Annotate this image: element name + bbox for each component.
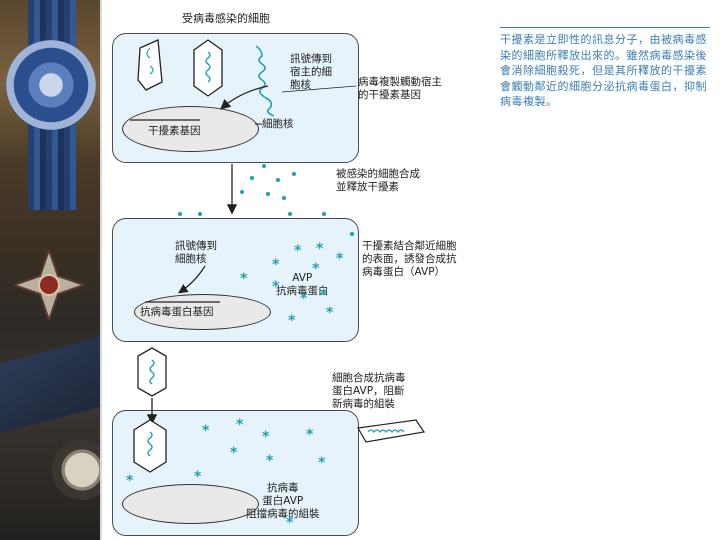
avp-star: * xyxy=(194,469,202,485)
released-rna-icon xyxy=(357,419,426,443)
avp-star: * xyxy=(286,515,294,531)
cell1-gene-label: 干擾素基因 xyxy=(148,125,201,137)
avp-star: * xyxy=(318,455,326,471)
cell1-nucleus-label: 細胞核 xyxy=(262,118,294,130)
medals-photo xyxy=(0,0,100,540)
diagram-title: 受病毒感染的細胞 xyxy=(182,12,270,25)
interferon-dot xyxy=(198,212,202,216)
cross-medal-icon xyxy=(14,250,84,320)
compass-medal xyxy=(52,440,100,500)
interferon-dot xyxy=(266,192,270,196)
step1-label: 被感染的細胞合成 並釋放干擾素 xyxy=(336,168,420,193)
interferon-dot xyxy=(262,164,266,168)
avp-star: * xyxy=(312,261,320,277)
explanation-paragraph: 干擾素是立即性的訊息分子，由被病毒感染的細胞所釋放出來的。雖然病毒感染後會消除細… xyxy=(500,33,707,108)
avp-star: * xyxy=(262,429,270,445)
interferon-dot xyxy=(282,196,286,200)
viral-rna-icon xyxy=(255,45,275,117)
cell1-nucleus xyxy=(122,106,259,152)
avp-star: * xyxy=(306,427,314,443)
interferon-dot xyxy=(250,176,254,180)
avp-star: * xyxy=(300,291,308,307)
cell2-gene-label: 抗病毒蛋白基因 xyxy=(140,306,214,318)
virus-capsid-icon xyxy=(137,39,163,91)
signal-arrow xyxy=(220,85,269,110)
cell2-nucleus xyxy=(134,294,271,330)
avp-star: * xyxy=(320,287,328,303)
avp-star: * xyxy=(126,473,134,489)
avp-star: * xyxy=(316,241,324,257)
paragraph-rule xyxy=(500,27,710,28)
avp-star: * xyxy=(326,305,334,321)
blocked-virus-icon xyxy=(133,419,167,473)
interferon-dot xyxy=(288,212,292,216)
interferon-binding-label: 干擾素結合鄰近細胞 的表面，誘發合成抗 病毒蛋白（AVP） xyxy=(362,240,457,278)
interferon-dot xyxy=(350,232,354,236)
virus-particle-icon xyxy=(193,39,223,97)
interferon-dot xyxy=(292,172,296,176)
avp-star: * xyxy=(240,271,248,287)
cell2-signal-arrow xyxy=(178,265,206,294)
avp-star: * xyxy=(266,453,274,469)
cell3-avp-label: 抗病毒 蛋白AVP 阻擋病毒的組裝 xyxy=(246,482,320,520)
incoming-virus-icon xyxy=(137,347,167,397)
rosette-badge xyxy=(6,40,96,130)
avp-label: AVP 抗病毒蛋白 xyxy=(276,272,329,297)
cell1-signal-label: 訊號傳到 宿主的細 胞核 xyxy=(290,53,332,91)
divider xyxy=(100,0,102,540)
avp-star: * xyxy=(336,251,344,267)
avp-star: * xyxy=(294,243,302,259)
avp-star: * xyxy=(272,279,280,295)
cell3-nucleus xyxy=(122,484,259,524)
avp-star: * xyxy=(202,423,210,439)
interferon-dot xyxy=(240,190,244,194)
avp-star: * xyxy=(272,257,280,273)
step2-label: 細胞合成抗病毒 蛋白AVP，阻斷 新病毒的組裝 xyxy=(332,372,406,410)
virus-pointer xyxy=(281,85,357,93)
virus-replication-label: 病毒複製觸動宿主 的干擾素基因 xyxy=(358,76,442,101)
interferon-dot xyxy=(322,212,326,216)
avp-star: * xyxy=(230,445,238,461)
interferon-dot xyxy=(276,178,280,182)
avp-star: * xyxy=(236,417,244,433)
cell2-signal-label: 訊號傳到 細胞核 xyxy=(175,240,217,265)
interferon-dot xyxy=(178,212,182,216)
avp-star: * xyxy=(288,313,296,329)
